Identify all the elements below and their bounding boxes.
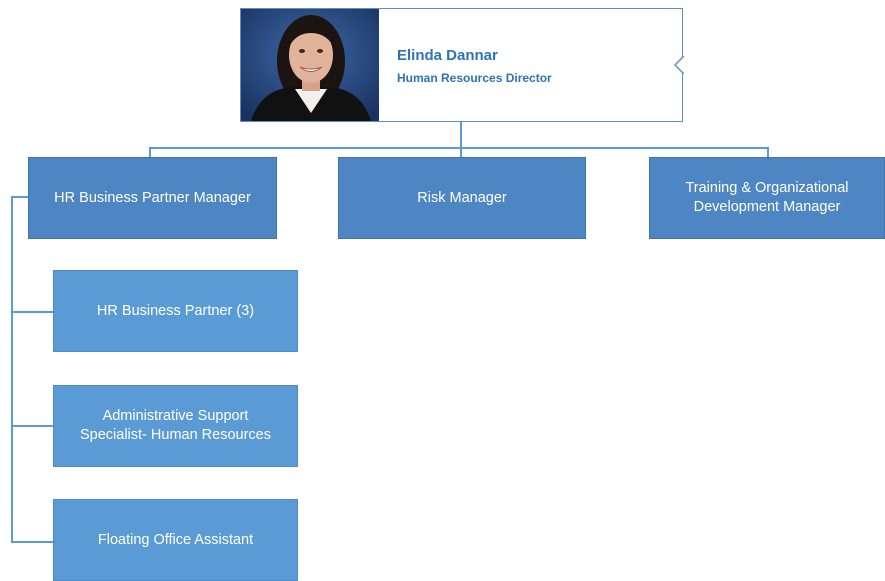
connector-report-1 bbox=[11, 311, 53, 313]
report-label: Floating Office Assistant bbox=[97, 531, 254, 548]
connector-reports-vertical bbox=[11, 196, 13, 543]
manager-box-hr-business-partner[interactable]: HR Business Partner Manager bbox=[28, 157, 277, 239]
collapse-arrow-icon[interactable] bbox=[674, 56, 684, 74]
report-box-hr-business-partner[interactable]: HR Business Partner (3) bbox=[53, 270, 298, 352]
connector-report-3 bbox=[11, 541, 53, 543]
report-label: HR Business Partner (3) bbox=[96, 302, 255, 319]
connector-director-down bbox=[460, 122, 462, 148]
report-box-admin-support[interactable]: Administrative Support Specialist- Human… bbox=[53, 385, 298, 467]
report-box-floating-office-assistant[interactable]: Floating Office Assistant bbox=[53, 499, 298, 581]
connector-manager-3 bbox=[767, 147, 769, 157]
manager-label: Training & Organizational Development Ma… bbox=[685, 180, 849, 215]
connector-manager-2 bbox=[460, 147, 462, 157]
connector-report-2 bbox=[11, 425, 53, 427]
director-name: Elinda Dannar bbox=[397, 47, 498, 64]
director-photo bbox=[241, 9, 379, 121]
manager-box-training[interactable]: Training & Organizational Development Ma… bbox=[649, 157, 885, 239]
director-title: Human Resources Director bbox=[397, 71, 552, 85]
director-card[interactable]: Elinda Dannar Human Resources Director bbox=[240, 8, 684, 122]
report-label: Administrative Support Specialist- Human… bbox=[80, 408, 271, 443]
connector-reports-stub bbox=[11, 196, 28, 198]
manager-box-risk[interactable]: Risk Manager bbox=[338, 157, 586, 239]
manager-label: Risk Manager bbox=[417, 189, 507, 206]
connector-manager-1 bbox=[149, 147, 151, 157]
connector-horizontal-managers bbox=[149, 147, 769, 149]
manager-label: HR Business Partner Manager bbox=[54, 189, 251, 206]
